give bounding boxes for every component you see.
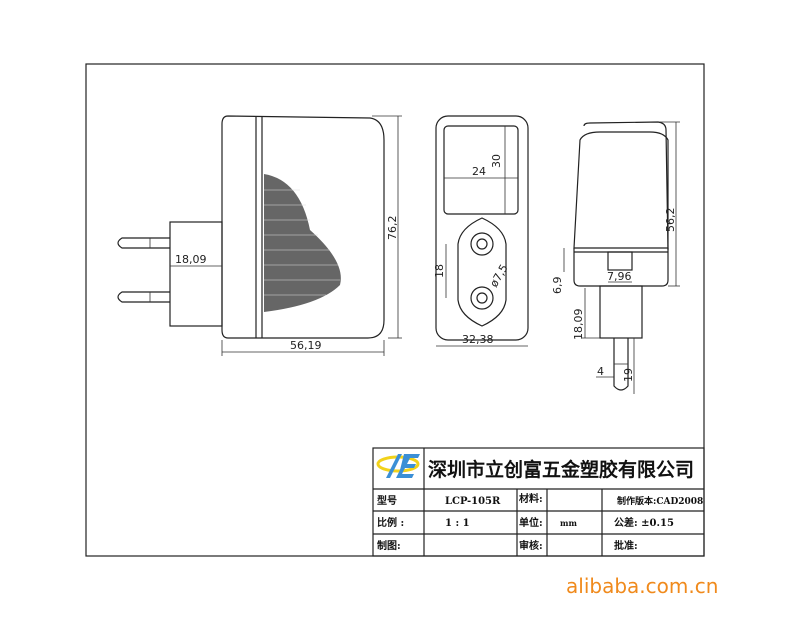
dim-pin-tip: 19 [622, 368, 635, 382]
drawing-frame [85, 63, 705, 557]
model-label: 型号 [377, 494, 397, 507]
dim-end-height: 56,2 [664, 208, 677, 233]
review-label: 审核: [519, 539, 543, 552]
company-name: 深圳市立创富五金塑胶有限公司 [428, 458, 694, 481]
dim-recess-width: 24 [472, 165, 486, 178]
version-label: 制作版本:CAD2008 [617, 495, 703, 507]
dim-width: 56,19 [290, 339, 322, 352]
grip-ribs [264, 174, 341, 312]
dim-plug-width: 7,96 [607, 270, 632, 283]
dim-step: 6,9 [551, 277, 564, 295]
company-logo [376, 454, 420, 478]
end-view: 56,2 6,9 7,96 18,09 4 19 [551, 121, 680, 394]
dim-height: 76,2 [386, 216, 399, 241]
dim-end-pin-length: 18,09 [572, 309, 585, 341]
scale-value: 1 : 1 [445, 518, 470, 529]
dim-recess-height: 30 [490, 154, 503, 168]
unit-label: 单位: [519, 516, 543, 529]
approve-label: 批准: [614, 539, 638, 552]
dim-front-width: 32,38 [462, 333, 494, 346]
side-view: 18,09 56,19 76,2 [117, 115, 402, 356]
scale-label: 比例 : [377, 516, 404, 529]
dim-pin-spacing: 18 [433, 264, 446, 278]
tolerance: 公差: ±0.15 [614, 516, 674, 529]
material-label: 材料: [519, 492, 543, 505]
unit-value: mm [560, 518, 577, 528]
front-view: 24 30 18 ø7,5 32,38 [433, 115, 529, 347]
dim-pin-diameter: ø7,5 [487, 262, 510, 289]
watermark: alibaba.com.cn [566, 574, 718, 598]
dim-end-pin-diameter: 4 [597, 365, 604, 378]
title-block: 深圳市立创富五金塑胶有限公司 型号 LCP-105R 材料: 制作版本:CAD2… [372, 447, 705, 557]
dim-pin-length: 18,09 [175, 253, 207, 266]
model-value: LCP-105R [445, 496, 501, 507]
drawn-by-label: 制图: [377, 539, 401, 552]
